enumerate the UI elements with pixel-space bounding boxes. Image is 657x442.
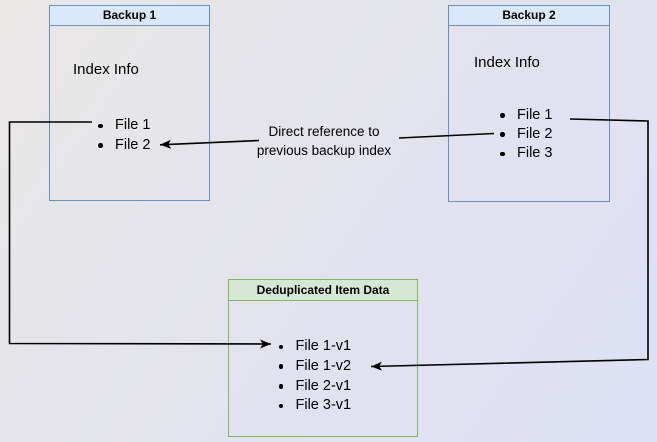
edge-annotation-line2: previous backup index — [256, 142, 392, 158]
list-item: File 1-v2 — [278, 357, 351, 377]
backup1-index-info-label: Index Info — [73, 61, 139, 78]
list-item: File 2-v1 — [278, 377, 351, 397]
backup2-title: Backup 2 — [449, 6, 609, 26]
backup1-box: Backup 1 — [49, 5, 210, 201]
dedup-title: Deduplicated Item Data — [229, 280, 417, 301]
list-item: File 1 — [500, 106, 552, 125]
list-item: File 1-v1 — [278, 337, 351, 357]
edge-annotation-line1: Direct reference to — [268, 124, 380, 139]
backup1-file-list: File 1 File 2 — [98, 116, 150, 155]
list-item: File 1 — [98, 116, 150, 135]
dedup-box: Deduplicated Item Data — [228, 279, 418, 437]
backup2-file-list: File 1 File 2 File 3 — [500, 106, 552, 164]
list-item: File 3 — [500, 144, 552, 163]
dedup-file-list: File 1-v1 File 1-v2 File 2-v1 File 3-v1 — [278, 337, 351, 416]
backup2-index-info-label: Index Info — [474, 53, 540, 71]
list-item: File 3-v1 — [278, 396, 351, 416]
list-item: File 2 — [500, 125, 552, 144]
backup2-box: Backup 2 — [448, 5, 610, 202]
edge-annotation: Direct reference to previous backup inde… — [257, 123, 391, 160]
backup1-title: Backup 1 — [50, 6, 209, 26]
list-item: File 2 — [98, 136, 150, 155]
